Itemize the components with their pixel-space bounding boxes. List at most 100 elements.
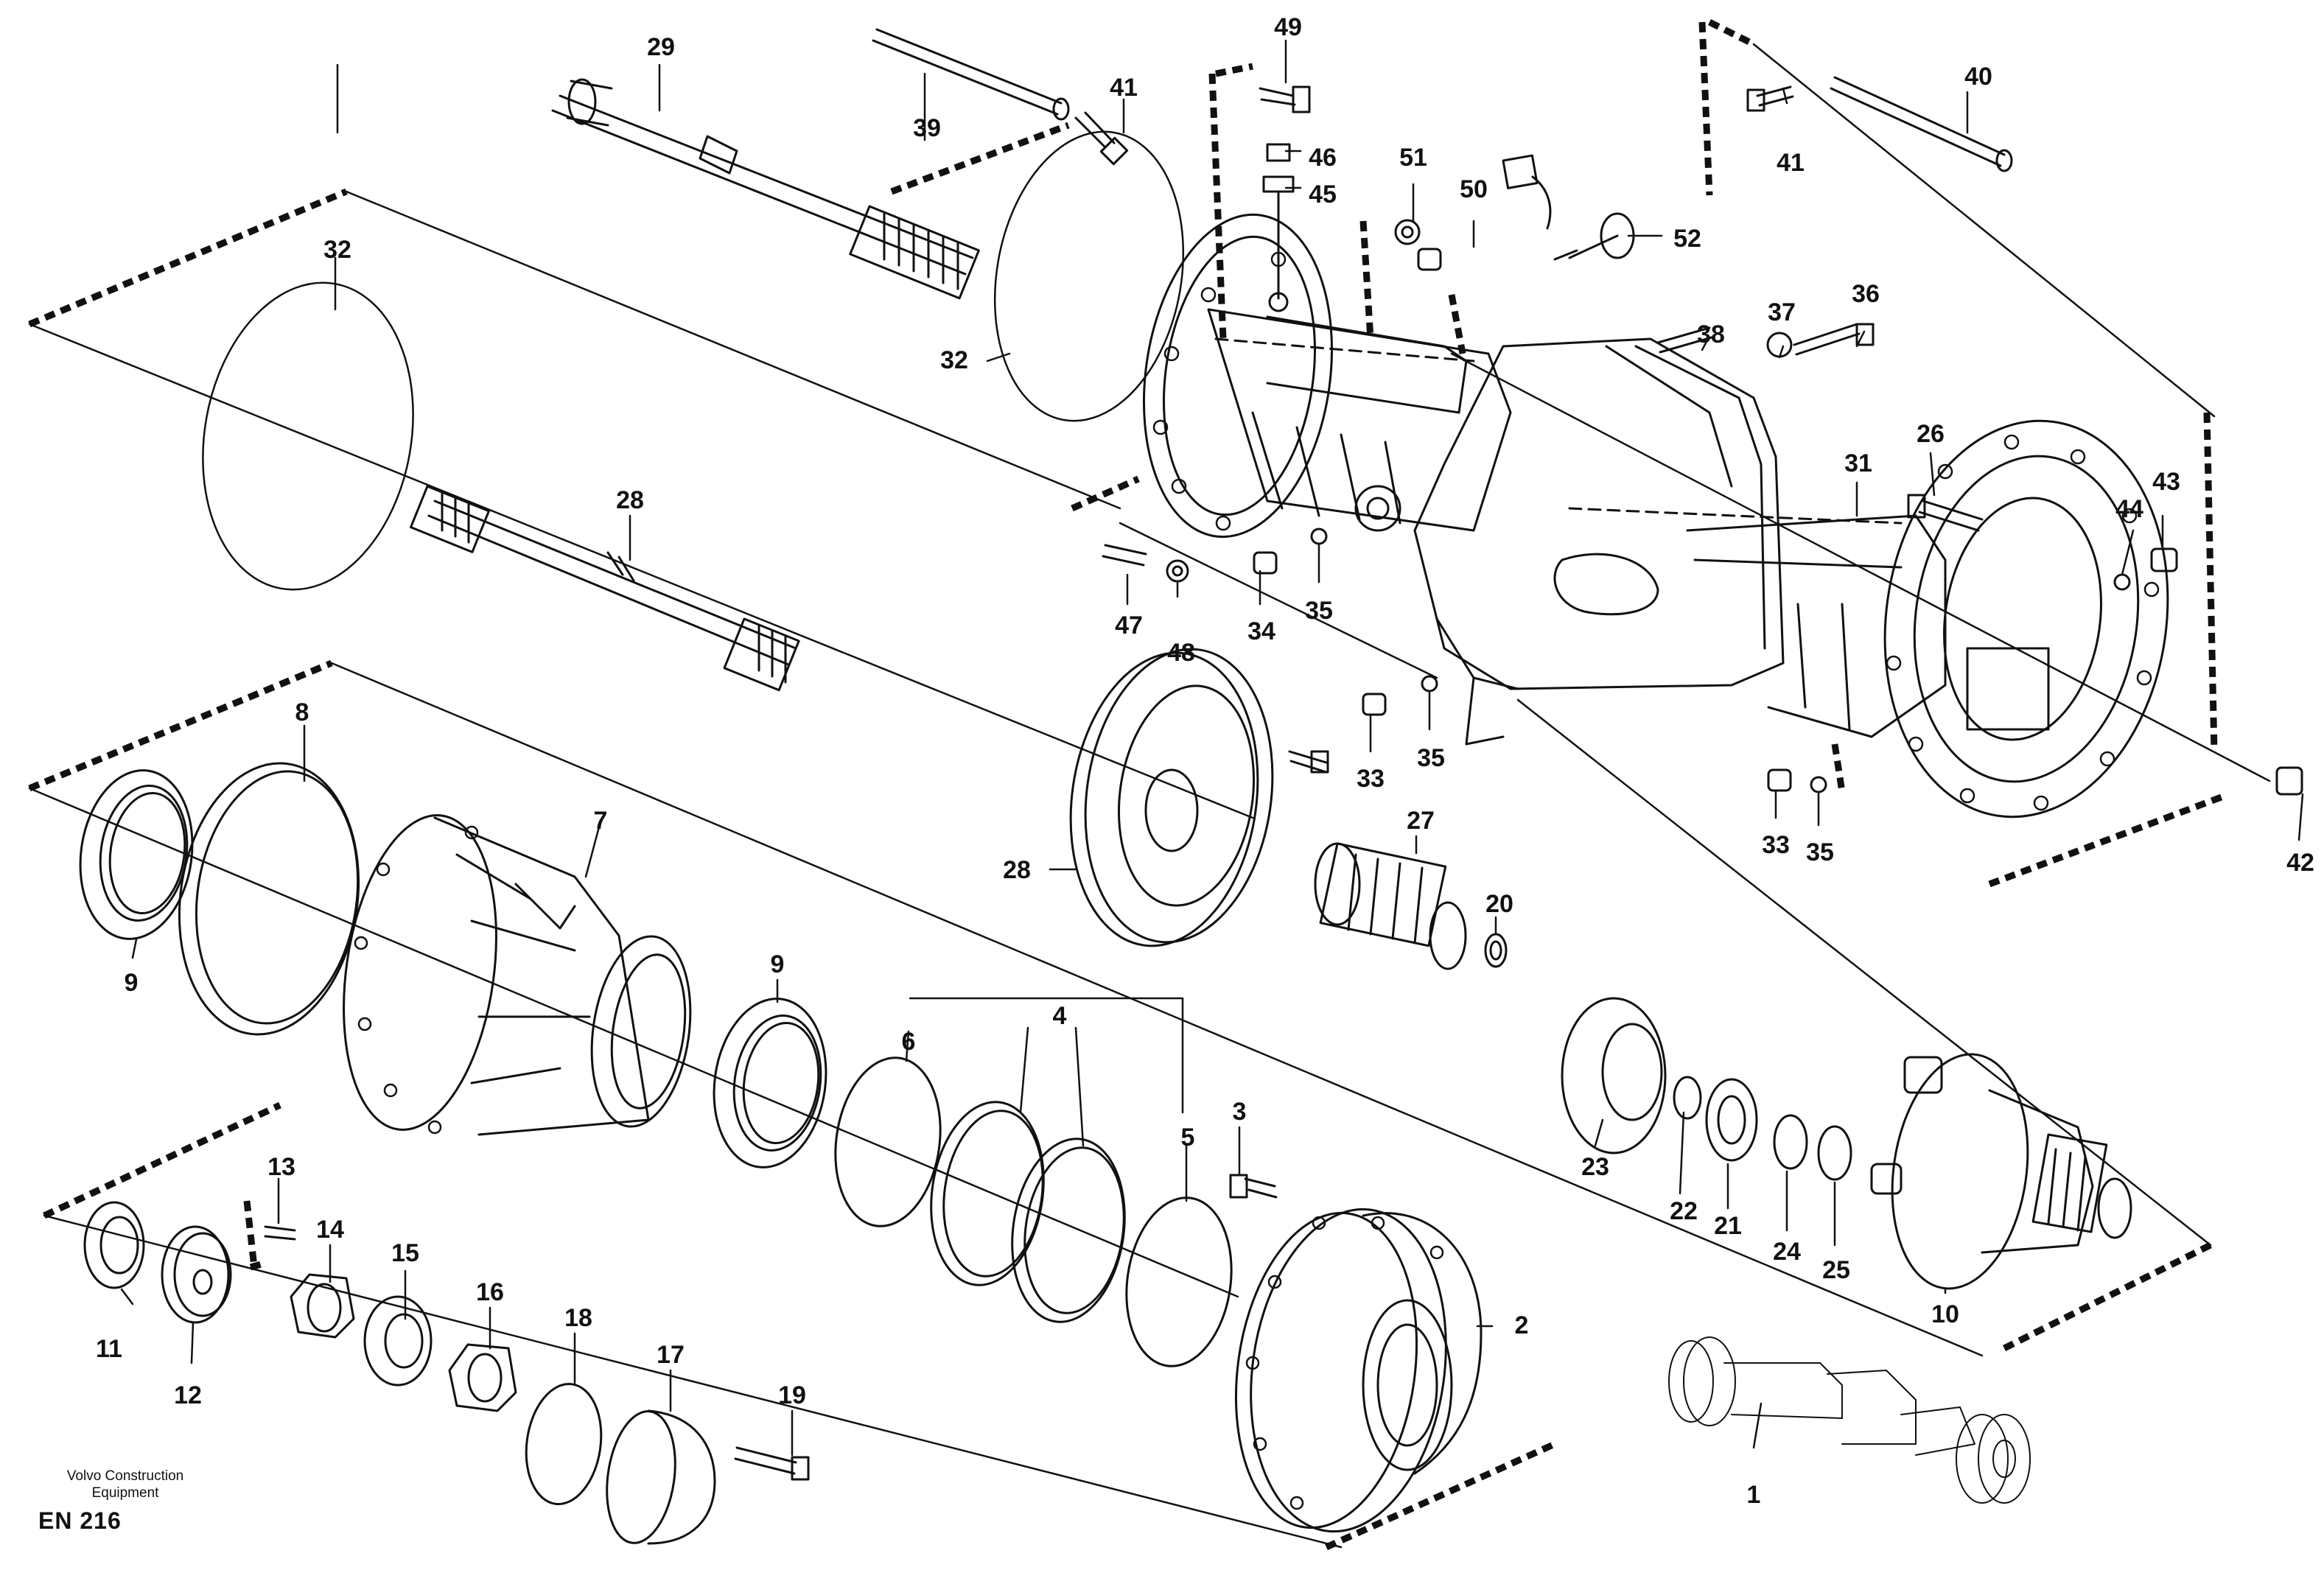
callout-15: 15 — [391, 1239, 419, 1267]
callout-32-right: 32 — [940, 346, 968, 374]
callout-42: 42 — [2286, 849, 2314, 877]
callout-45: 45 — [1309, 181, 1337, 208]
callout-32-left: 32 — [323, 236, 351, 264]
callout-25: 25 — [1822, 1256, 1850, 1284]
callout-11: 11 — [96, 1335, 122, 1363]
callout-47: 47 — [1115, 611, 1143, 639]
lock-ring-8 — [178, 762, 360, 1036]
snap-ring-20 — [1484, 933, 1508, 968]
callout-35-b: 35 — [1417, 744, 1445, 772]
callout-36: 36 — [1852, 280, 1880, 308]
callout-41-left: 41 — [1110, 74, 1138, 102]
callout-40: 40 — [1964, 63, 1992, 91]
ring-24 — [1773, 1114, 1808, 1170]
callout-3: 3 — [1233, 1098, 1247, 1126]
seal-9-left — [79, 769, 194, 940]
callout-9-left: 9 — [125, 969, 139, 997]
planet-carrier-10 — [1870, 1053, 2132, 1290]
callout-5: 5 — [1181, 1124, 1195, 1152]
brand-line-1: Volvo Construction — [66, 1468, 184, 1484]
zone-borders — [28, 18, 2227, 1551]
callout-10: 10 — [1931, 1300, 1959, 1328]
callout-39: 39 — [913, 114, 941, 142]
callout-38: 38 — [1697, 320, 1725, 348]
axle-thumbnail-1 — [1668, 1336, 2031, 1504]
leader-lines — [120, 39, 2304, 1457]
callout-44: 44 — [2115, 495, 2143, 523]
diagram-code: EN 216 — [38, 1507, 122, 1534]
callout-22: 22 — [1670, 1197, 1698, 1225]
callout-46: 46 — [1309, 144, 1337, 172]
plate-12 — [161, 1225, 232, 1324]
callout-8: 8 — [295, 698, 309, 726]
callout-18: 18 — [564, 1304, 592, 1332]
ring-22 — [1673, 1076, 1702, 1120]
o-ring-5 — [1125, 1196, 1233, 1367]
callout-49: 49 — [1274, 13, 1302, 41]
sun-gear-27 — [1314, 842, 1467, 970]
callout-2: 2 — [1515, 1311, 1529, 1339]
callout-16: 16 — [476, 1278, 504, 1306]
callout-37: 37 — [1768, 298, 1796, 326]
callout-4: 4 — [1053, 1002, 1067, 1030]
callout-1: 1 — [1747, 1481, 1761, 1509]
bearing-21 — [1705, 1078, 1758, 1162]
washer-11 — [83, 1201, 145, 1289]
callout-33-right: 33 — [1762, 831, 1790, 859]
callout-23: 23 — [1581, 1153, 1609, 1181]
callout-33-left: 33 — [1357, 765, 1385, 793]
ring-25 — [1817, 1125, 1852, 1181]
nut-14 — [290, 1273, 355, 1339]
callout-19: 19 — [778, 1381, 806, 1409]
callout-31: 31 — [1844, 449, 1872, 477]
hub-bolt-holes-2 — [1245, 1216, 1444, 1510]
brand-block: Volvo Construction Equipment — [52, 1468, 199, 1501]
callout-21: 21 — [1714, 1212, 1742, 1240]
callout-9-mid: 9 — [771, 950, 785, 978]
callout-29: 29 — [647, 33, 675, 61]
callout-27: 27 — [1407, 807, 1435, 835]
axis-lines — [28, 43, 2271, 1549]
planet-gear-23 — [1561, 997, 1667, 1154]
brand-line-2: Equipment — [91, 1485, 159, 1501]
callout-28-shaft: 28 — [616, 486, 644, 514]
hub-bolt-holes — [354, 825, 479, 1135]
callout-41-right: 41 — [1777, 149, 1805, 177]
callout-13: 13 — [267, 1153, 295, 1181]
callout-51: 51 — [1399, 144, 1427, 172]
drive-shaft-28 — [410, 485, 800, 692]
callout-35-c: 35 — [1806, 838, 1834, 866]
callout-48: 48 — [1167, 639, 1195, 667]
callout-24: 24 — [1773, 1238, 1801, 1266]
callout-34: 34 — [1247, 617, 1275, 645]
callout-28-brake: 28 — [1003, 856, 1031, 884]
callout-14: 14 — [316, 1216, 344, 1244]
o-ring-6 — [834, 1056, 942, 1227]
callout-35-a: 35 — [1305, 597, 1333, 625]
small-hardware — [872, 28, 2303, 796]
callout-43: 43 — [2152, 468, 2180, 496]
callout-17: 17 — [657, 1341, 685, 1369]
o-ring-32-right — [993, 130, 1185, 422]
drive-shaft-29 — [551, 78, 980, 300]
hub-carrier-7 — [343, 814, 692, 1136]
callout-26: 26 — [1917, 420, 1945, 448]
bearing-9-mid — [713, 998, 827, 1168]
callout-7: 7 — [594, 807, 608, 835]
pin-13 — [264, 1225, 296, 1241]
callout-52: 52 — [1673, 225, 1701, 253]
rings-4 — [930, 1101, 1126, 1323]
housing-bolt-holes — [1152, 251, 2160, 811]
callout-labels: 1 2 3 4 5 6 7 8 9 9 10 11 12 13 14 15 16… — [96, 13, 2314, 1509]
o-ring-18 — [525, 1383, 603, 1505]
nut-16 — [448, 1343, 517, 1412]
callout-20: 20 — [1485, 890, 1513, 918]
callout-50: 50 — [1460, 175, 1488, 203]
callout-6: 6 — [902, 1028, 916, 1056]
cover-17 — [606, 1409, 810, 1545]
brake-assembly-28 — [1069, 648, 1329, 947]
lock-washer-15 — [363, 1295, 433, 1387]
axle-housing-31 — [1142, 213, 2169, 819]
